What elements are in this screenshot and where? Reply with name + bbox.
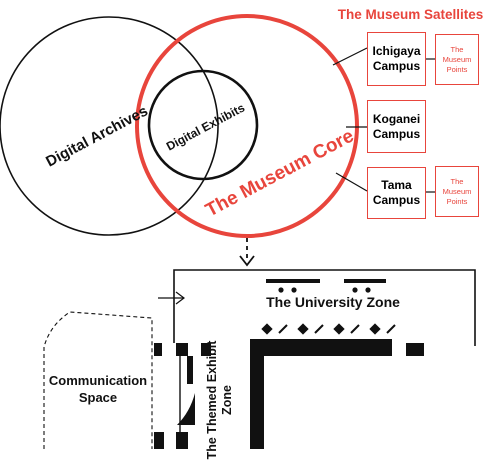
wall-left-edge	[154, 343, 162, 356]
floor-plan	[43, 269, 476, 449]
wall-top	[256, 339, 392, 356]
campus-name-koganei: Koganei Campus	[372, 111, 421, 141]
satellites-title: The Museum Satellites	[337, 7, 484, 22]
digital-archives-circle	[0, 16, 219, 236]
communication-space-outline	[43, 311, 153, 449]
campus-name-ichigaya: Ichigaya Campus	[372, 44, 421, 73]
campus-name-tama: Tama Campus	[372, 178, 421, 207]
wall-vertical	[250, 339, 264, 449]
communication-space-label: Communication Space	[48, 373, 148, 405]
campus-box-tama: Tama Campus	[367, 167, 426, 219]
wall-left-stub	[176, 343, 188, 356]
university-zone-label: The University Zone	[266, 294, 400, 310]
campus-box-koganei: Koganei Campus	[367, 100, 426, 153]
wall-right	[406, 343, 424, 356]
themed-zone-label: The Themed Exhibit Zone	[205, 340, 234, 460]
display-bar-2	[344, 279, 386, 283]
digital-exhibits-circle	[147, 69, 259, 181]
points-box-tama: The Museum Points	[435, 166, 479, 217]
wall-pillar	[187, 356, 193, 384]
campus-box-ichigaya: Ichigaya Campus	[367, 32, 426, 86]
entry-arrow-icon	[175, 291, 185, 305]
museum-diagram: The Museum Satellites Digital Archives D…	[0, 7, 484, 459]
wall-bottom-left	[154, 432, 164, 449]
museum-core-circle	[135, 14, 359, 238]
wall-bottom-mid	[176, 432, 188, 449]
diagram-graphics	[0, 14, 476, 449]
display-bar-1	[266, 279, 320, 283]
points-label-ichigaya: The Museum Points	[442, 44, 472, 74]
connector-line-ichigaya	[332, 47, 368, 66]
arrow-down-icon	[239, 255, 255, 267]
wall-left-stub-2	[201, 343, 211, 356]
connector-line-tama	[335, 172, 368, 192]
points-label-tama: The Museum Points	[442, 176, 472, 206]
points-box-ichigaya: The Museum Points	[435, 34, 479, 85]
curved-panel	[177, 393, 195, 425]
